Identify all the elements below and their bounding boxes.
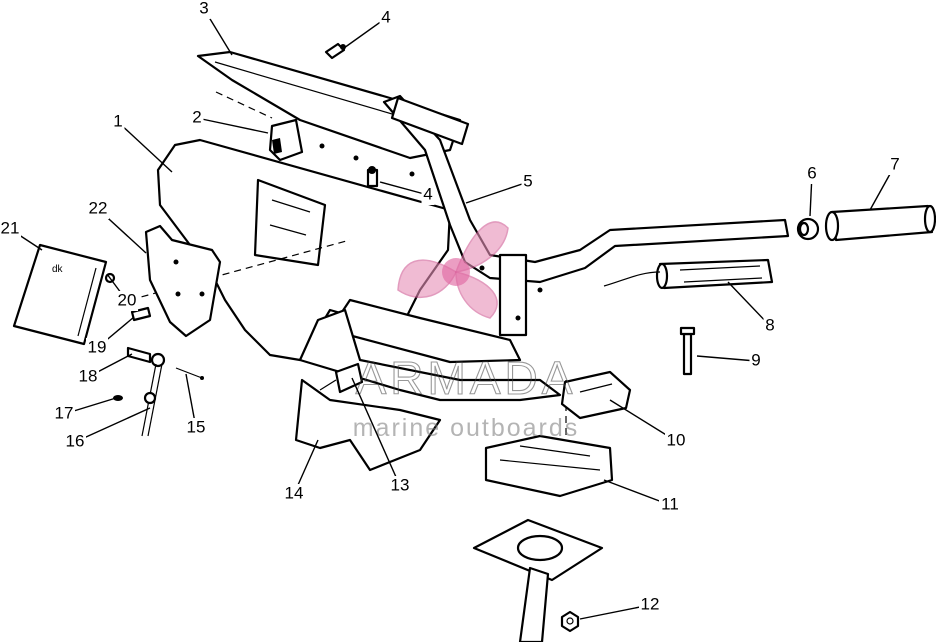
upper-clamp [560,370,632,420]
plate-label: dk [52,264,64,275]
bar-end-cap [796,217,820,241]
callout-bg-c17 [53,404,75,424]
callout-number-c21: 21 [1,218,20,237]
callout-bg-c4a [379,8,393,28]
watermark: ARMADA marine outboards [353,221,580,442]
callout-number-c15: 15 [187,417,206,436]
callout-number-c4a: 4 [381,7,390,26]
leader-line-c5 [465,181,529,204]
callout-number-c10: 10 [667,430,686,449]
callout-number-c17: 17 [55,403,74,422]
leader-line-c2 [196,117,269,134]
callout-number-c13: 13 [391,475,410,494]
callout-bg-c4b [421,185,435,205]
callout-number-c8: 8 [765,315,774,334]
leader-line-c8 [727,281,771,327]
steering-clamp-area [298,253,562,402]
callout-number-c3: 3 [199,0,208,17]
callout-bg-c8 [763,316,777,336]
clamp-bolt [679,326,696,376]
callout-number-c2: 2 [192,107,201,126]
callout-bg-c22 [87,199,109,219]
steering-post [472,518,604,642]
callout-number-c16: 16 [66,431,85,450]
callout-number-c5: 5 [523,171,532,190]
leader-line-c4b [379,181,429,196]
callout-bg-c19 [86,338,108,358]
leader-line-c9 [696,355,757,362]
screw-mid [366,166,379,188]
callout-number-c11: 11 [661,494,679,513]
watermark-tagline: marine outboards [353,414,580,442]
callout-bg-c11 [659,495,681,515]
leader-line-c1 [117,121,173,173]
callout-bg-c16 [64,432,86,452]
watermark-logo-icon [397,221,509,319]
callout-bg-c6 [805,164,819,184]
callout-bg-c13 [389,476,411,496]
callout-number-c18: 18 [79,366,98,385]
watermark-brand: ARMADA [356,352,577,404]
bracket [144,224,222,338]
screw-top [324,42,346,60]
callout-bg-c12 [639,595,661,615]
heated-grip [603,258,774,290]
handlebar-switch [268,118,304,162]
callout-bg-c5 [521,172,535,192]
callout-number-c14: 14 [285,483,304,502]
callout-number-c19: 19 [88,337,107,356]
callout-bg-c10 [665,431,687,451]
callout-bg-c15 [185,418,207,438]
callout-bg-c21 [0,219,21,239]
callout-bg-c18 [77,367,99,387]
callout-number-c22: 22 [89,198,108,217]
callout-bg-c2 [190,108,204,128]
grip [824,204,936,242]
lower-clamp [484,434,614,498]
callout-number-c6: 6 [807,163,816,182]
callout-bg-c14 [283,484,305,504]
callout-bg-c3 [197,0,211,19]
callout-number-c20: 20 [118,290,137,309]
callout-number-c4b: 4 [423,184,432,203]
callout-number-c1: 1 [113,111,122,130]
callout-bg-c20 [116,291,138,311]
headlight-pod [156,138,452,362]
decal-plate: dk [12,243,108,346]
callout-number-c9: 9 [751,350,760,369]
callout-bg-c1 [111,112,125,132]
nut [560,610,580,633]
thumb-button [319,362,364,394]
callout-number-c7: 7 [890,154,899,173]
callout-number-c12: 12 [641,594,660,613]
leader-line-c4a [343,17,387,49]
leader-line-c13 [351,377,401,487]
callout-bg-c7 [888,155,902,175]
callout-bg-c9 [749,351,763,371]
leader-line-c12 [579,604,651,620]
leader-line-c16 [74,407,151,443]
lower-shroud [294,378,442,472]
